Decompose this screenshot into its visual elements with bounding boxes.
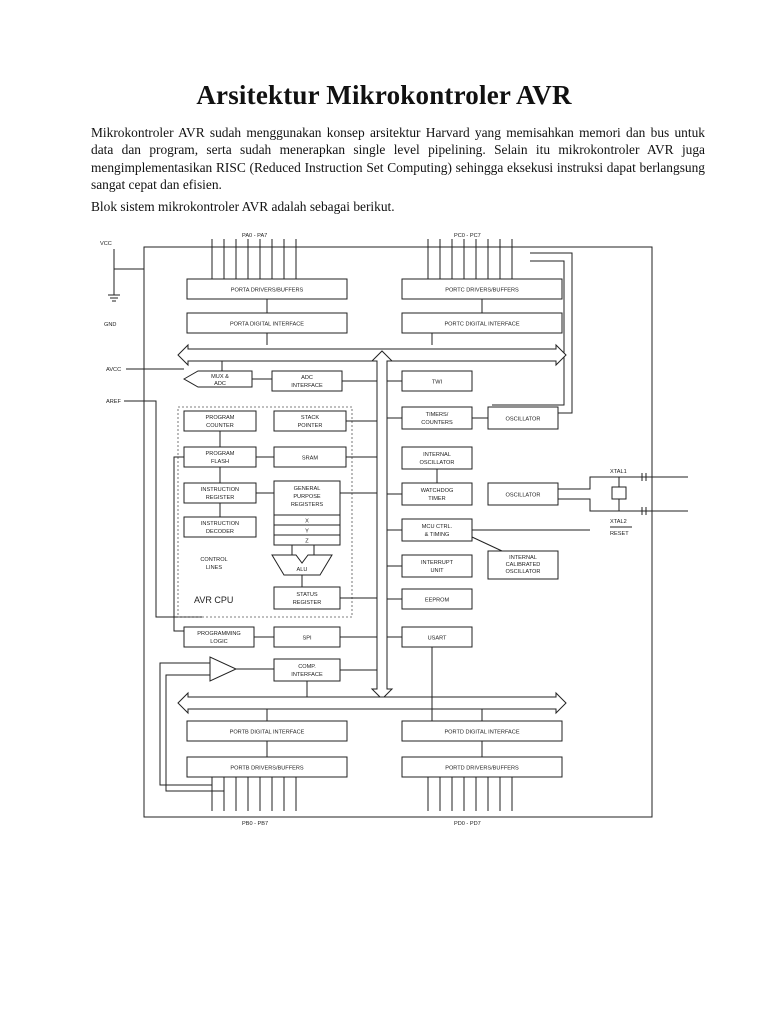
status-register-label-2: REGISTER xyxy=(293,600,322,606)
control-lines-label-2: LINES xyxy=(206,565,222,571)
internal-calibrated-label-2: CALIBRATED xyxy=(506,562,541,568)
gp-registers-label-2: PURPOSE xyxy=(293,494,321,500)
mux-adc-label-2: ADC xyxy=(214,381,226,387)
page-title: Arsitektur Mikrokontroler AVR xyxy=(196,80,572,110)
internal-calibrated-label-1: INTERNAL xyxy=(509,555,537,561)
reset-pin-label: RESET xyxy=(610,531,629,537)
instruction-decoder-block xyxy=(183,516,257,538)
portb-pins-label: PB0 - PB7 xyxy=(242,821,268,827)
portc-interface-label: PORTC DIGITAL INTERFACE xyxy=(444,322,519,328)
alu-block xyxy=(271,554,333,576)
oscillator-2-block xyxy=(487,482,559,506)
portc-pins-label: PC0 - PC7 xyxy=(454,233,481,239)
portb-pin-arrows xyxy=(211,777,297,811)
gp-registers-label-3: REGISTERS xyxy=(291,502,324,508)
internal-oscillator-label-2: OSCILLATOR xyxy=(420,460,455,466)
portc-drivers-label: PORTC DRIVERS/BUFFERS xyxy=(445,288,519,294)
interrupt-unit-label-1: INTERRUPT xyxy=(421,560,454,566)
porta-interface-label: PORTA DIGITAL INTERFACE xyxy=(230,322,304,328)
avr-cpu-label: AVR CPU xyxy=(194,595,233,605)
aref-pin-label: AREF xyxy=(106,399,122,405)
comp-interface-label-1: COMP. xyxy=(298,664,316,670)
gp-registers-label-1: GENERAL xyxy=(294,486,321,492)
internal-calibrated-label-3: OSCILLATOR xyxy=(506,569,541,575)
avcc-pin-label: AVCC xyxy=(106,367,121,373)
eeprom-label: EEPROM xyxy=(425,598,450,604)
xtal2-pin-label: XTAL2 xyxy=(610,519,627,525)
portb-drivers-block xyxy=(186,756,348,778)
xtal1-pin-label: XTAL1 xyxy=(610,469,627,475)
porta-pins-label: PA0 - PA7 xyxy=(242,233,267,239)
adc-interface-label-2: INTERFACE xyxy=(291,383,323,389)
instruction-register-label-2: REGISTER xyxy=(206,495,235,501)
diagram-intro-paragraph: Blok sistem mikrokontroler AVR adalah se… xyxy=(91,199,395,214)
instruction-register-label-1: INSTRUCTION xyxy=(201,487,239,493)
twi-label: TWI xyxy=(432,380,443,386)
portd-interface-label: PORTD DIGITAL INTERFACE xyxy=(444,730,519,736)
watchdog-timer-label-2: TIMER xyxy=(428,496,445,502)
program-counter-label-2: COUNTER xyxy=(206,423,234,429)
oscillator-2-label: OSCILLATOR xyxy=(506,493,541,499)
reg-y-label: Y xyxy=(305,529,309,535)
stack-pointer-label-2: POINTER xyxy=(298,423,323,429)
status-register-label-1: STATUS xyxy=(296,592,318,598)
reg-z-block xyxy=(273,534,341,546)
control-lines-label-1: CONTROL xyxy=(200,557,227,563)
gnd-pin-label: GND xyxy=(104,322,116,328)
avr-block-diagram: VCC GND PA0 - PA7 PC0 - PC7 PORTA DRIVER… xyxy=(100,233,688,827)
portb-interface-label: PORTB DIGITAL INTERFACE xyxy=(230,730,305,736)
oscillator-1-label: OSCILLATOR xyxy=(506,417,541,423)
internal-calibrated-oscillator-block xyxy=(487,550,559,580)
adc-interface-label-1: ADC xyxy=(301,375,313,381)
mcu-ctrl-label-2: & TIMING xyxy=(425,532,450,538)
porta-drivers-label: PORTA DRIVERS/BUFFERS xyxy=(231,288,304,294)
central-vertical-bus xyxy=(370,350,394,700)
reg-x-label: X xyxy=(305,519,309,525)
portd-drivers-label: PORTD DRIVERS/BUFFERS xyxy=(445,766,519,772)
comp-interface-label-2: INTERFACE xyxy=(291,672,323,678)
top-data-bus xyxy=(177,343,567,367)
gp-registers-block xyxy=(273,480,341,516)
chip-boundary xyxy=(143,246,653,818)
porta-pin-arrows xyxy=(211,239,297,279)
stack-pointer-label-1: STACK xyxy=(301,415,320,421)
usart-label: USART xyxy=(428,636,447,642)
spi-label: SPI xyxy=(302,636,311,642)
bottom-data-bus xyxy=(177,691,567,715)
instruction-decoder-label-1: INSTRUCTION xyxy=(201,521,239,527)
alu-label: ALU xyxy=(297,567,308,573)
mcu-ctrl-label-1: MCU CTRL. xyxy=(422,524,453,530)
programming-logic-label-1: PROGRAMMING xyxy=(197,631,241,637)
portd-pins-label: PD0 - PD7 xyxy=(454,821,481,827)
sram-label: SRAM xyxy=(302,456,319,462)
analog-comparator-symbol xyxy=(209,656,238,682)
timers-counters-label-1: TIMERS/ xyxy=(426,412,449,418)
portd-pin-arrows xyxy=(427,777,513,811)
portd-drivers-block xyxy=(401,756,563,778)
instruction-decoder-label-2: DECODER xyxy=(206,529,234,535)
internal-oscillator-label-1: INTERNAL xyxy=(423,452,451,458)
intro-paragraph: Mikrokontroler AVR sudah menggunakan kon… xyxy=(91,125,705,192)
crystal-symbol xyxy=(611,486,627,500)
mux-adc-label-1: MUX & xyxy=(211,374,229,380)
portb-drivers-label: PORTB DRIVERS/BUFFERS xyxy=(230,766,304,772)
program-flash-label-2: FLASH xyxy=(211,459,229,465)
portc-interface-block xyxy=(401,312,563,334)
watchdog-timer-label-1: WATCHDOG xyxy=(421,488,454,494)
timers-counters-label-2: COUNTERS xyxy=(421,420,453,426)
program-counter-label-1: PROGRAM xyxy=(206,415,235,421)
interrupt-unit-label-2: UNIT xyxy=(430,568,444,574)
vcc-pin-label: VCC xyxy=(100,241,112,247)
reg-z-label: Z xyxy=(305,539,309,545)
portc-pin-arrows xyxy=(427,239,513,279)
program-flash-label-1: PROGRAM xyxy=(206,451,235,457)
programming-logic-label-2: LOGIC xyxy=(210,639,227,645)
oscillator-1-block xyxy=(487,406,559,430)
